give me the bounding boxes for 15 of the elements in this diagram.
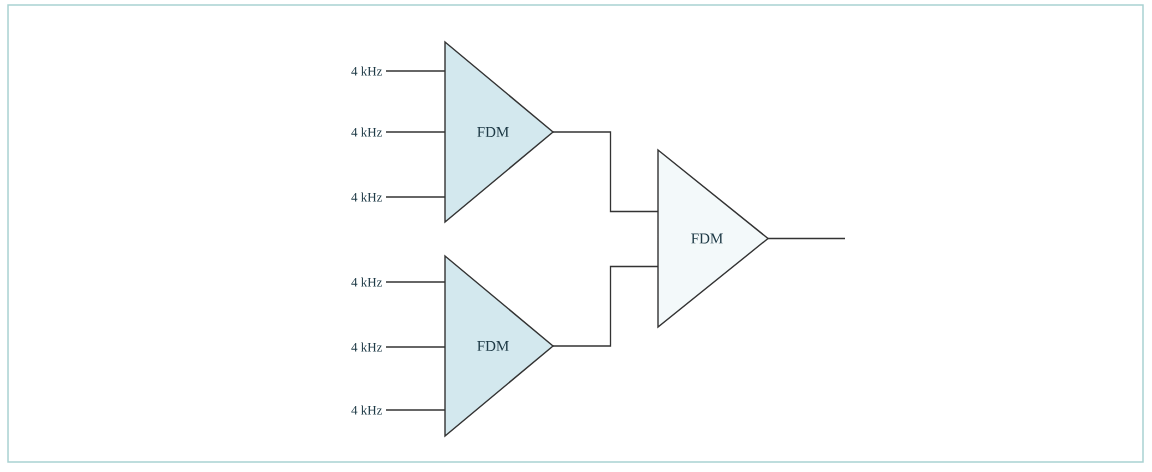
signal-label: 4 kHz (351, 127, 382, 137)
signal-label: 4 kHz (351, 405, 382, 415)
signal-line (552, 131, 659, 213)
signal-line (385, 196, 446, 198)
signal-line (552, 265, 659, 347)
signal-line (385, 346, 446, 348)
signal-label: 4 kHz (351, 277, 382, 287)
signal-label: 4 kHz (351, 342, 382, 352)
signal-line (385, 281, 446, 283)
signal-label: 4 kHz (351, 66, 382, 76)
signal-label: 4 kHz (351, 192, 382, 202)
signal-line (385, 131, 446, 133)
signal-line (385, 70, 446, 72)
signal-line (767, 237, 846, 240)
signal-line (385, 409, 446, 411)
